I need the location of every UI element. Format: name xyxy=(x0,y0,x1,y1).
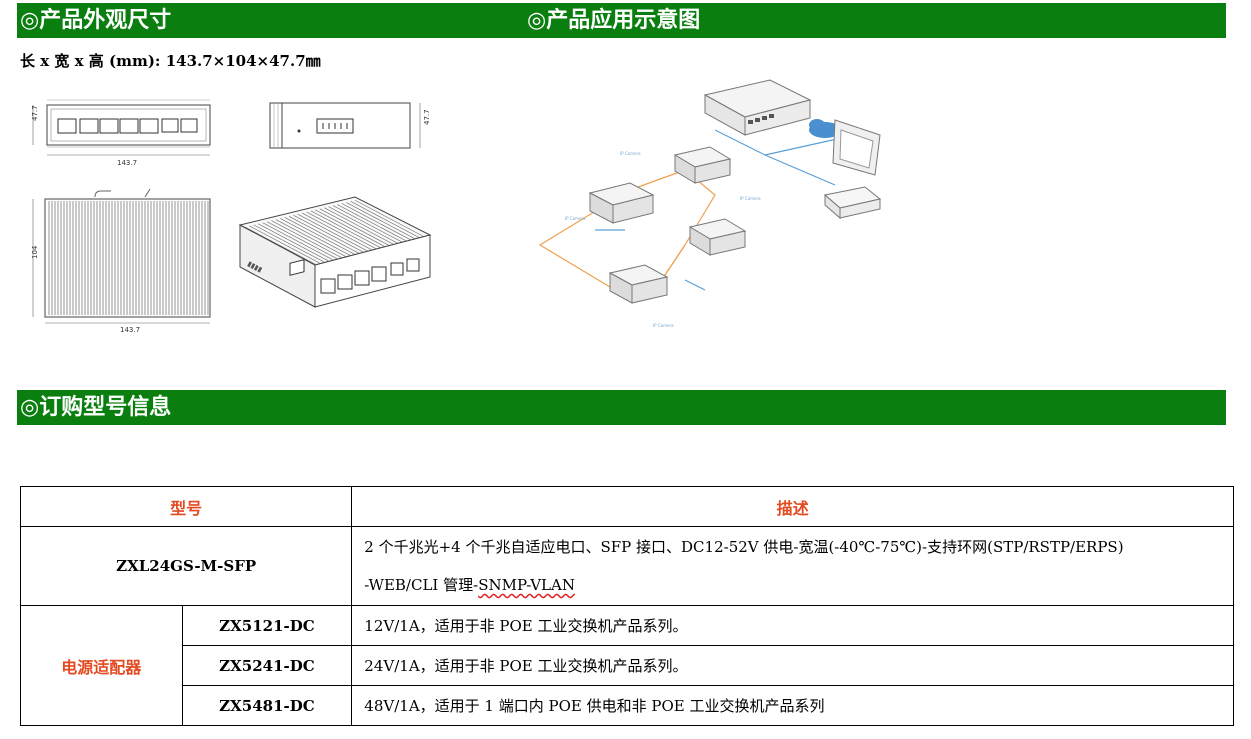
front-view-drawing: 47.7 143.7 xyxy=(25,95,220,170)
description-line-2-prefix: -WEB/CLI 管理- xyxy=(364,576,479,594)
table-row: ZX5481-DC 48V/1A，适用于 1 端口内 POE 供电和非 POE … xyxy=(21,685,1234,726)
dimensions-section-title: ◎产品外观尺寸 xyxy=(20,7,172,33)
side-view-drawing: 47.7 xyxy=(265,95,435,160)
svg-text:IP Camera: IP Camera xyxy=(740,196,761,201)
section-header-bar: ◎产品外观尺寸 ◎产品应用示意图 xyxy=(17,3,1226,38)
adapter-description-cell: 12V/1A，适用于非 POE 工业交换机产品系列。 xyxy=(351,605,1234,646)
top-depth-label: 104 xyxy=(31,245,39,259)
ordering-table: 型号 描述 ZXL24GS-M-SFP 2 个千兆光+4 个千兆自适应电口、SF… xyxy=(19,486,1234,726)
main-description-cell: 2 个千兆光+4 个千兆自适应电口、SFP 接口、DC12-52V 供电-宽温(… xyxy=(351,526,1234,606)
description-line-1: 2 个千兆光+4 个千兆自适应电口、SFP 接口、DC12-52V 供电-宽温(… xyxy=(364,538,1124,556)
adapter-model-cell: ZX5481-DC xyxy=(181,685,353,726)
adapter-model-cell: ZX5241-DC xyxy=(181,645,353,686)
front-width-label: 143.7 xyxy=(117,159,137,167)
model-header: 型号 xyxy=(19,486,353,527)
adapter-description-cell: 24V/1A，适用于非 POE 工业交换机产品系列。 xyxy=(351,645,1234,686)
description-line-2: -WEB/CLI 管理-SNMP-VLAN xyxy=(364,566,1233,604)
section-header-bar: ◎订购型号信息 xyxy=(17,390,1226,425)
adapter-description-cell: 48V/1A，适用于 1 端口内 POE 供电和非 POE 工业交换机产品系列 xyxy=(351,685,1234,726)
front-height-label: 47.7 xyxy=(31,105,39,121)
table-row: ZX5241-DC 24V/1A，适用于非 POE 工业交换机产品系列。 xyxy=(21,645,1234,686)
adapter-model-cell: ZX5121-DC xyxy=(181,605,353,646)
side-height-label: 47.7 xyxy=(423,109,431,125)
application-section-title: ◎产品应用示意图 xyxy=(527,7,701,33)
description-header: 描述 xyxy=(351,486,1234,527)
dimensions-text: 长 x 宽 x 高 (mm): 143.7×104×47.7㎜ xyxy=(20,52,321,70)
main-model-cell: ZXL24GS-M-SFP xyxy=(19,526,353,606)
table-row: ZXL24GS-M-SFP 2 个千兆光+4 个千兆自适应电口、SFP 接口、D… xyxy=(19,526,1234,606)
svg-text:IP Camera: IP Camera xyxy=(653,323,674,328)
svg-text:IP Camera: IP Camera xyxy=(620,151,641,156)
table-row: 电源适配器 ZX5121-DC 12V/1A，适用于非 POE 工业交换机产品系… xyxy=(20,605,1234,726)
isometric-product-view: ▮▮▮▮ xyxy=(235,195,435,315)
top-width-label: 143.7 xyxy=(120,326,140,334)
application-diagram: IP Camera IP Camera IP Camera IP Camera xyxy=(535,75,905,345)
description-line-2-underlined: SNMP-VLAN xyxy=(478,576,575,594)
top-view-drawing: 104 143.7 xyxy=(25,185,220,335)
ordering-section-title: ◎订购型号信息 xyxy=(20,394,172,420)
power-adapter-label: 电源适配器 xyxy=(20,605,183,726)
svg-text:IP Camera: IP Camera xyxy=(565,216,586,221)
